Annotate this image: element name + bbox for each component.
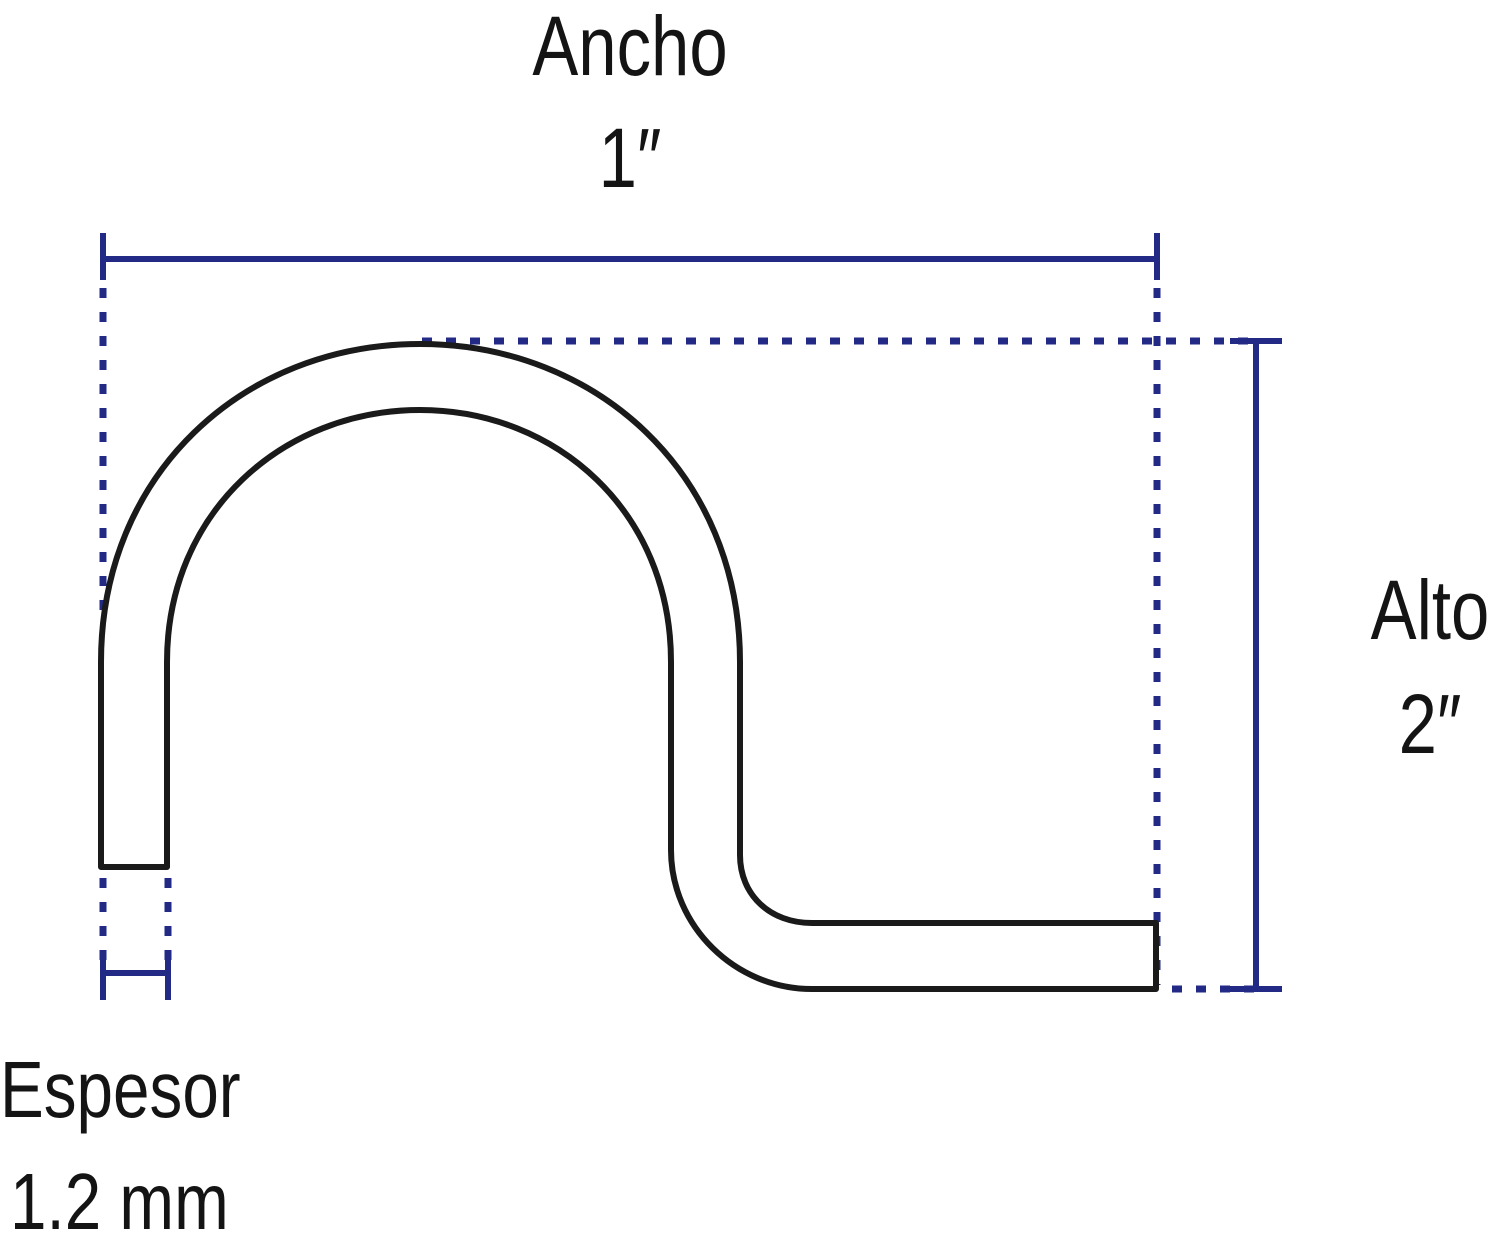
thickness-label: Espesor bbox=[0, 1045, 241, 1134]
thickness-value: 1.2 mm bbox=[10, 1157, 229, 1246]
height-value: 2″ bbox=[1398, 677, 1462, 771]
width-value: 1″ bbox=[598, 111, 662, 205]
height-label: Alto bbox=[1370, 563, 1490, 657]
width-label: Ancho bbox=[532, 0, 728, 93]
width-dimension bbox=[100, 233, 1160, 280]
thickness-dimension bbox=[100, 952, 171, 1000]
hook-outline bbox=[98, 341, 1159, 992]
extension-lines bbox=[99, 288, 1260, 993]
height-dimension bbox=[1230, 338, 1282, 992]
